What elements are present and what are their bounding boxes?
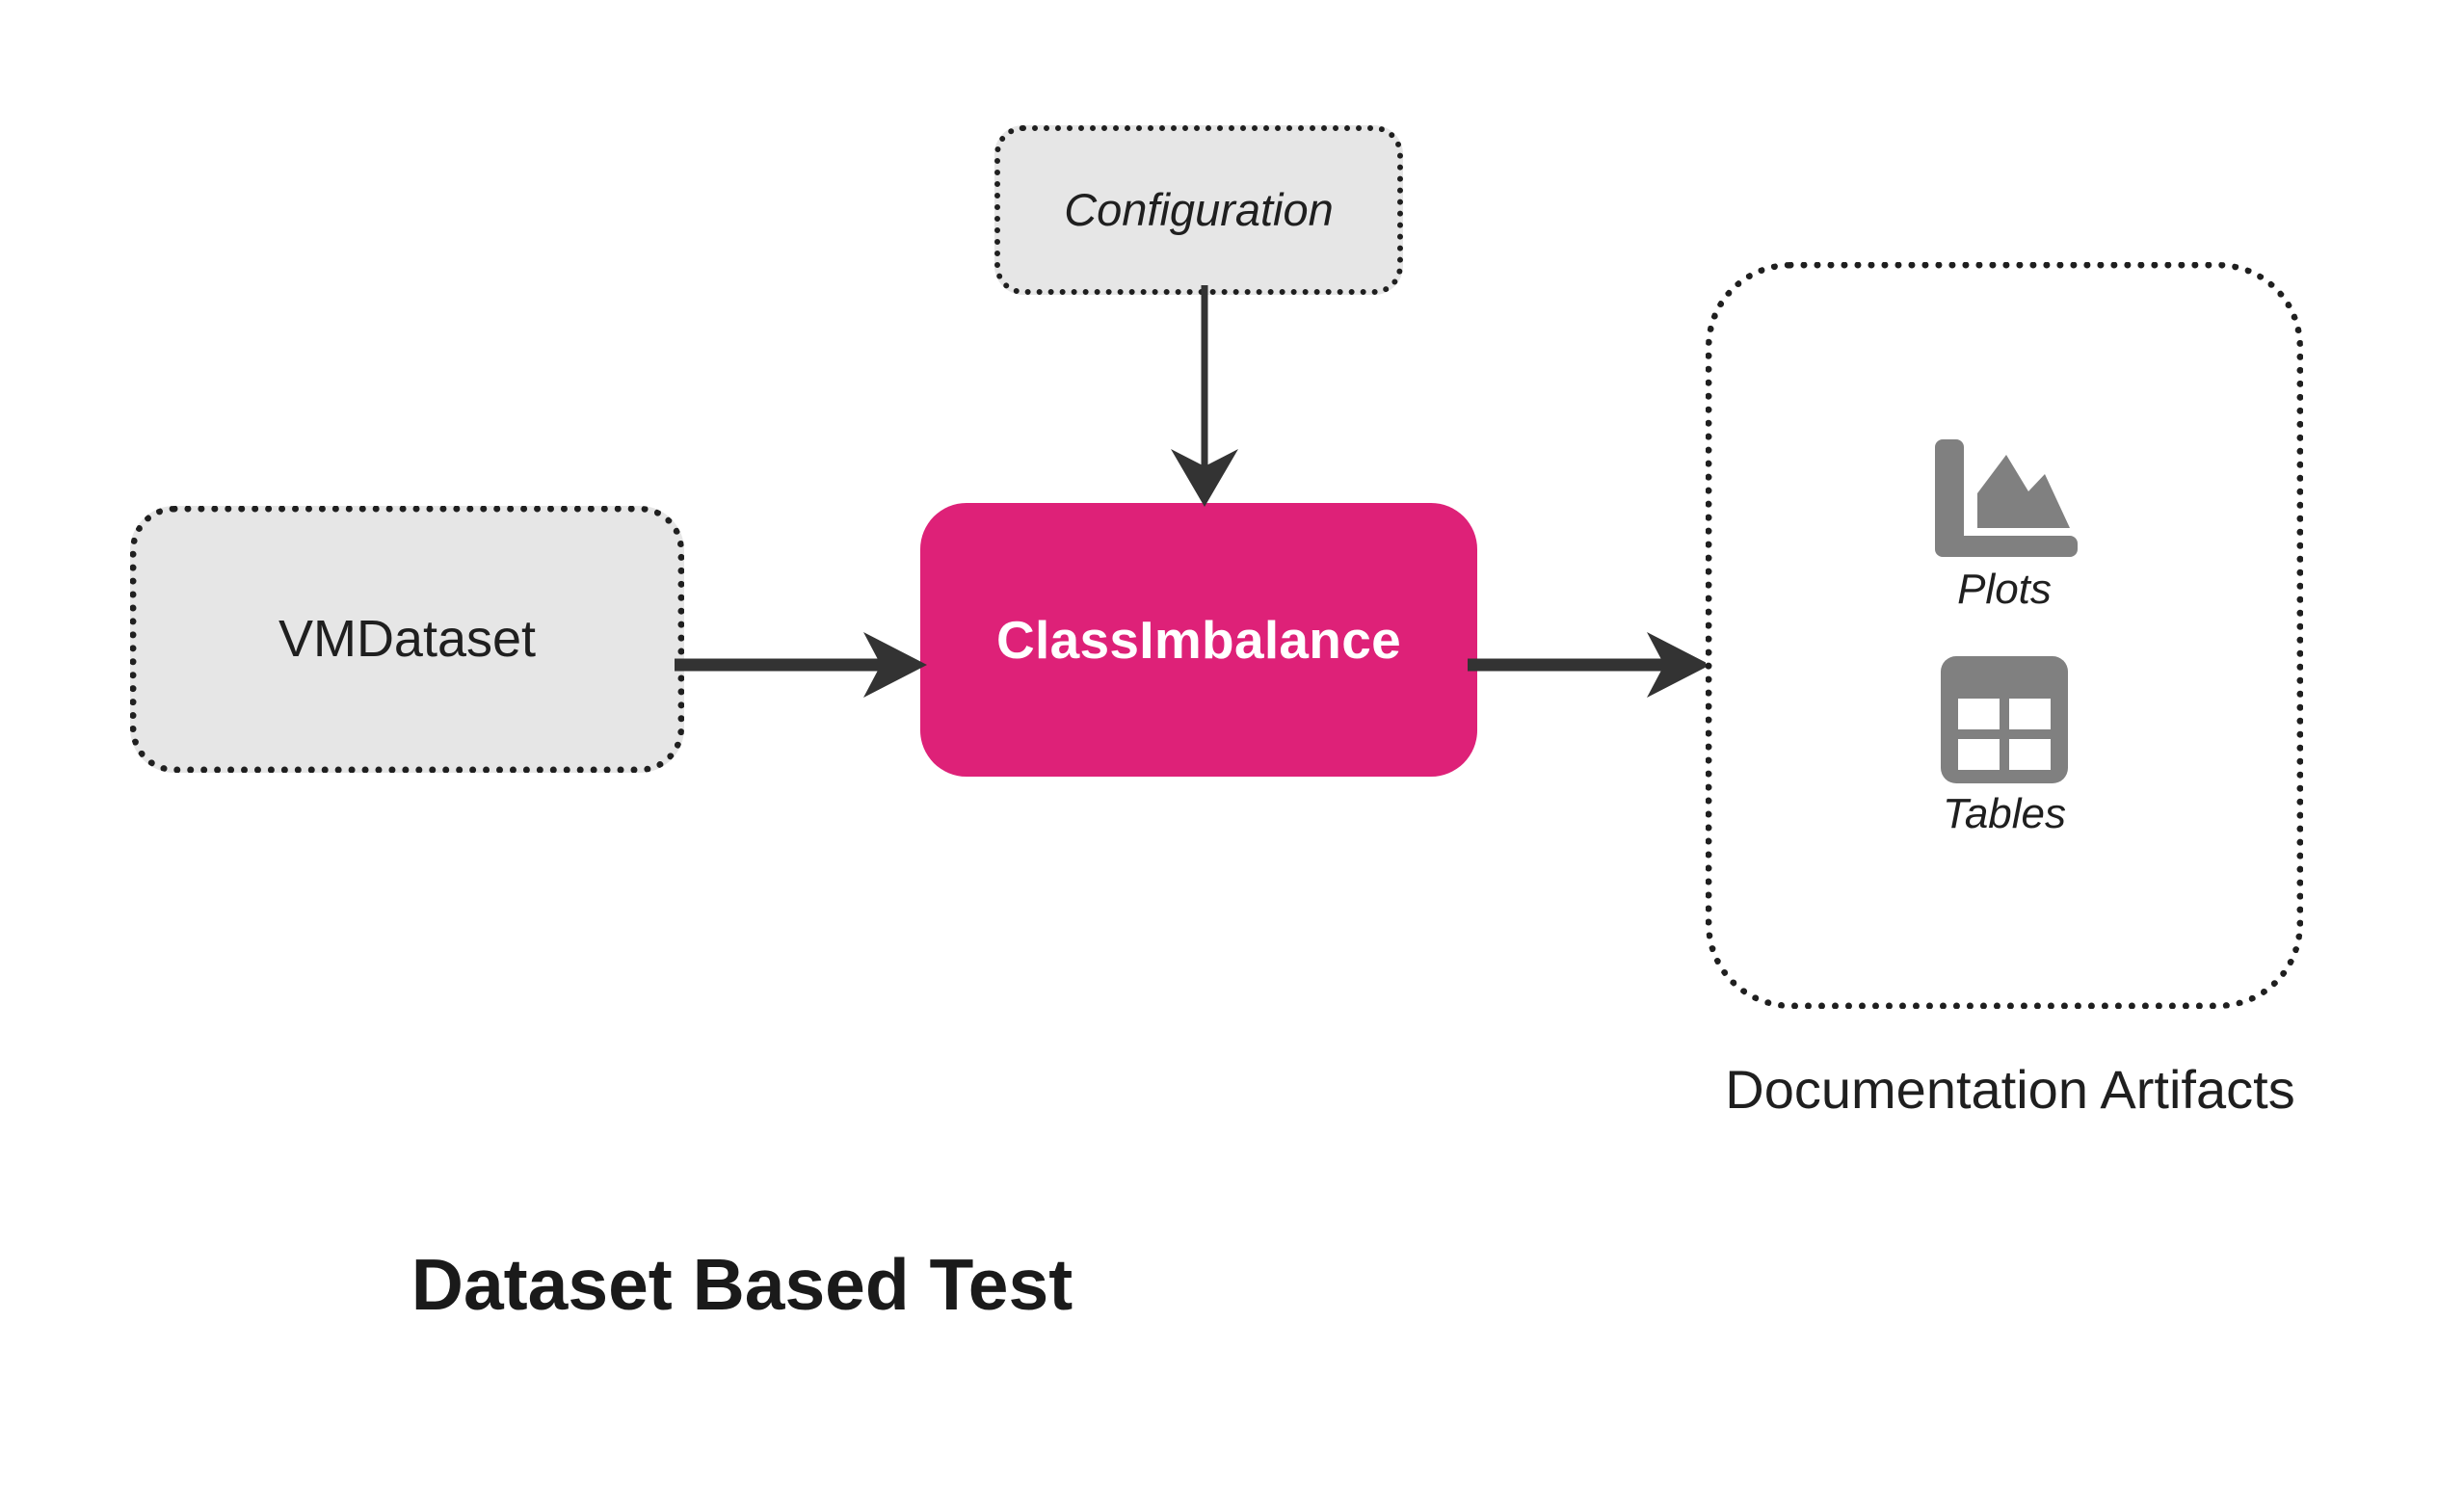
table-grid-icon	[1941, 655, 2068, 783]
artifact-plots-label: Plots	[1957, 566, 2052, 614]
node-vmdataset[interactable]: VMDataset	[130, 506, 684, 773]
documentation-artifacts-panel[interactable]: Plots Tables	[1706, 262, 2303, 1009]
node-configuration-label: Configuration	[1064, 184, 1334, 236]
documentation-artifacts-caption: Documentation Artifacts	[1725, 1059, 2295, 1120]
node-vmdataset-label: VMDataset	[278, 609, 537, 668]
artifact-tables-label: Tables	[1942, 789, 2067, 837]
diagram-title: Dataset Based Test	[411, 1244, 1073, 1325]
connector-configuration-to-classimbalance	[1171, 285, 1238, 507]
area-chart-icon	[1935, 439, 2078, 558]
node-configuration[interactable]: Configuration	[994, 125, 1403, 295]
artifact-plots[interactable]: Plots	[1927, 434, 2081, 613]
connector-vmdataset-to-classimbalance	[675, 632, 927, 698]
connector-classimbalance-to-artifacts	[1468, 632, 1710, 698]
node-classimbalance[interactable]: ClassImbalance	[920, 503, 1477, 777]
node-classimbalance-label: ClassImbalance	[996, 609, 1401, 670]
artifact-tables[interactable]: Tables	[1941, 655, 2068, 837]
